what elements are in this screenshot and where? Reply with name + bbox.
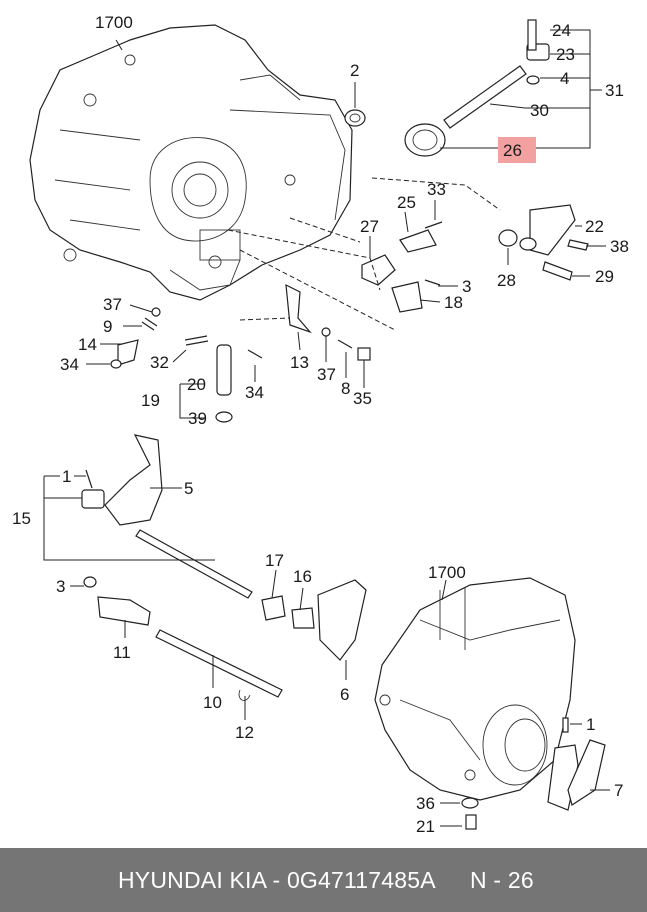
- transmission-case-upper: [29, 24, 353, 301]
- page-number-text: N - 26: [470, 867, 534, 893]
- label-part-12: 12: [235, 723, 254, 742]
- label-part-23: 23: [556, 45, 575, 64]
- label-part-33: 33: [427, 180, 446, 199]
- label-part-4: 4: [560, 69, 569, 88]
- label-part-9: 9: [103, 317, 112, 336]
- label-part-11: 11: [113, 643, 131, 662]
- part-number-text: HYUNDAI KIA - 0G47117485A: [118, 867, 436, 893]
- label-part-25: 25: [397, 193, 416, 212]
- label-part-31: 31: [605, 81, 624, 100]
- label-part-18: 18: [444, 293, 463, 312]
- label-part-32: 32: [150, 353, 169, 372]
- label-part-37-left: 37: [103, 295, 122, 314]
- shift-fork-rail-lower: [81, 434, 367, 701]
- label-part-1-right: 1: [586, 715, 595, 734]
- label-part-17: 17: [265, 551, 284, 570]
- label-part-6: 6: [340, 685, 349, 704]
- label-1700-bottom: 1700: [428, 563, 466, 582]
- label-part-21: 21: [416, 817, 435, 836]
- label-part-3-lower: 3: [56, 577, 65, 596]
- label-part-16: 16: [293, 567, 312, 586]
- label-part-30: 30: [530, 101, 549, 120]
- label-part-26: 26: [503, 141, 522, 160]
- footer-bar: HYUNDAI KIA - 0G47117485A N - 26: [0, 848, 647, 912]
- label-part-15: 15: [12, 509, 31, 528]
- shift-rail-assembly: [344, 19, 550, 157]
- label-part-38: 38: [610, 237, 629, 256]
- label-part-1-left: 1: [62, 467, 71, 486]
- label-part-29: 29: [595, 267, 614, 286]
- highlight-box-part-26: [498, 137, 536, 163]
- label-part-39: 39: [188, 409, 207, 428]
- label-part-10: 10: [203, 693, 222, 712]
- label-part-19: 19: [141, 391, 160, 410]
- label-part-5: 5: [184, 479, 193, 498]
- label-part-13: 13: [290, 353, 309, 372]
- label-part-36: 36: [416, 794, 435, 813]
- label-part-22: 22: [585, 217, 604, 236]
- shift-lever-parts: [110, 204, 589, 423]
- label-part-35: 35: [353, 389, 372, 408]
- label-part-20: 20: [187, 375, 206, 394]
- label-part-2: 2: [350, 61, 359, 80]
- transmission-case-lower: [374, 577, 606, 830]
- label-part-14: 14: [78, 335, 97, 354]
- exploded-parts-diagram: 1700 24 23 4 31 30 2 26 33 25 27 22 38 2…: [12, 13, 629, 836]
- label-part-34-left: 34: [60, 355, 79, 374]
- label-part-27: 27: [360, 217, 379, 236]
- part-number-labels: 1700 24 23 4 31 30 2 26 33 25 27 22 38 2…: [12, 13, 629, 836]
- label-part-37-right: 37: [317, 365, 336, 384]
- label-part-34-right: 34: [245, 383, 264, 402]
- label-part-24: 24: [552, 21, 571, 40]
- label-part-28: 28: [497, 271, 516, 290]
- label-part-3-upper: 3: [462, 277, 471, 296]
- label-part-8: 8: [341, 379, 350, 398]
- label-1700-top: 1700: [95, 13, 133, 32]
- label-part-7: 7: [614, 781, 623, 800]
